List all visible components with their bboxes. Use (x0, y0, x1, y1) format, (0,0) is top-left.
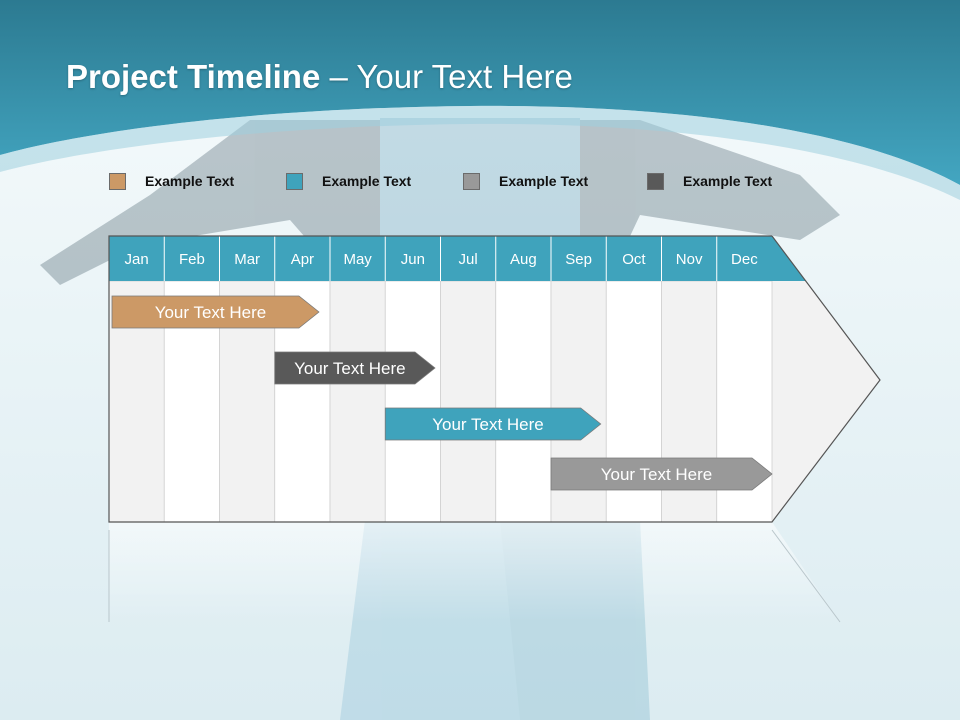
legend-swatch-1 (109, 172, 126, 190)
legend-label-1: Example Text (145, 173, 235, 189)
slide-title-bold: Project Timeline (66, 58, 321, 95)
month-label-nov: Nov (676, 251, 703, 268)
month-column-jul (440, 280, 497, 523)
month-column-aug (495, 280, 552, 523)
month-column-jun (384, 280, 441, 523)
legend-swatch-4 (647, 172, 664, 190)
timeline-reflection (108, 522, 841, 623)
task-arrow-shape-3 (384, 407, 602, 441)
legend-item-4: Example Text (647, 170, 772, 192)
legend-item-3: Example Text (463, 170, 588, 192)
task-label-2: Your Text Here (294, 359, 406, 378)
legend-label-2: Example Text (322, 173, 412, 189)
task-label-4: Your Text Here (601, 465, 713, 484)
task-arrow-shape-4 (550, 457, 773, 491)
slide-title: Project Timeline – Your Text Here (66, 58, 573, 96)
task-arrow-4: Your Text Here (550, 457, 773, 491)
legend-swatch-2 (286, 172, 303, 190)
header-wave-banner (0, 0, 960, 200)
month-header-strip (109, 236, 806, 281)
slide-title-rest: – Your Text Here (320, 58, 573, 95)
task-label-3: Your Text Here (432, 415, 544, 434)
task-arrow-2: Your Text Here (274, 351, 436, 385)
task-arrow-shape-2 (274, 351, 436, 385)
timeline-month-header: Jan Feb Mar Apr May Jun Jul Aug Sep Oct Nov Dec (108, 235, 881, 523)
legend-swatch-3 (463, 172, 480, 190)
month-label-jan: Jan (125, 251, 149, 268)
month-label-oct: Oct (622, 251, 646, 268)
task-arrow-1: Your Text Here (111, 295, 320, 329)
reflection-edge-right (771, 529, 841, 623)
month-label-apr: Apr (291, 251, 314, 268)
reflection-fill (109, 522, 840, 622)
month-label-aug: Aug (510, 251, 537, 268)
task-arrow-3: Your Text Here (384, 407, 602, 441)
month-label-mar: Mar (234, 251, 260, 268)
month-label-may: May (343, 251, 372, 268)
month-column-may (329, 280, 386, 523)
task-label-1: Your Text Here (155, 303, 267, 322)
legend-label-4: Example Text (683, 173, 773, 189)
month-label-dec: Dec (731, 251, 758, 268)
timeline-arrow-outline (108, 235, 881, 523)
month-label-sep: Sep (565, 251, 592, 268)
task-arrow-shape-1 (111, 295, 320, 329)
month-label-jul: Jul (459, 251, 478, 268)
legend-label-3: Example Text (499, 173, 589, 189)
month-label-feb: Feb (179, 251, 205, 268)
legend-item-2: Example Text (286, 170, 411, 192)
legend-item-1: Example Text (109, 170, 234, 192)
month-label-jun: Jun (401, 251, 425, 268)
